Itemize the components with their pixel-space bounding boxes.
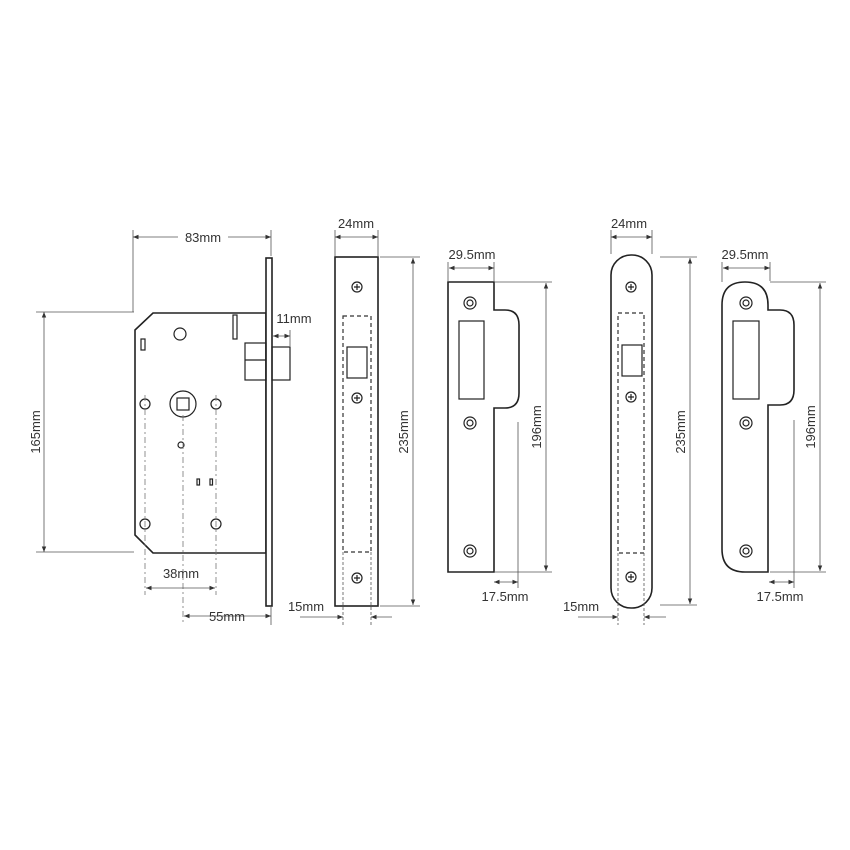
latch-housing [244, 342, 267, 381]
dim-38mm: 38mm [163, 566, 199, 581]
dim-235mm: 235mm [396, 410, 411, 453]
screw-hole-icon [463, 296, 477, 310]
screw-icon [351, 281, 363, 293]
dim-15mm-radius: 15mm [563, 599, 599, 614]
dim-11mm: 11mm [276, 311, 311, 326]
latch-bolt [271, 346, 291, 381]
screw-icon [351, 572, 363, 584]
screw-icon [625, 281, 637, 293]
latch-opening [346, 346, 368, 379]
lock-faceplate [265, 257, 273, 607]
dim-29-5mm-radius: 29.5mm [722, 247, 769, 262]
lock-case [134, 257, 291, 625]
screw-hole-icon [739, 416, 753, 430]
screw-hole-icon [463, 416, 477, 430]
dim-17-5mm: 17.5mm [482, 589, 529, 604]
strike-opening [732, 320, 760, 400]
forend-square [300, 230, 420, 625]
dim-24mm-radius: 24mm [611, 216, 647, 231]
screw-icon [625, 571, 637, 583]
forend-radius [578, 230, 697, 625]
lock-case-dimensions [36, 230, 291, 625]
dim-83mm: 83mm [185, 230, 221, 245]
screw-hole-icon [463, 544, 477, 558]
slot [140, 338, 146, 351]
dim-196mm: 196mm [529, 405, 544, 448]
screw-icon [351, 392, 363, 404]
small-hole [177, 441, 185, 449]
screw-icon [625, 391, 637, 403]
strike-opening [458, 320, 485, 400]
dim-235mm-radius: 235mm [673, 410, 688, 453]
strike-radius [721, 262, 826, 588]
screw-hole-icon [739, 296, 753, 310]
dim-15mm: 15mm [288, 599, 324, 614]
fixing-hole [173, 327, 187, 341]
dim-24mm: 24mm [338, 216, 374, 231]
dim-55mm: 55mm [209, 609, 245, 624]
fixing-hole [139, 518, 151, 530]
dim-165mm: 165mm [28, 410, 43, 453]
dim-29-5mm: 29.5mm [449, 247, 496, 262]
fixing-hole [210, 518, 222, 530]
dim-17-5mm-radius: 17.5mm [757, 589, 804, 604]
spindle-square [176, 397, 190, 411]
dim-196mm-radius: 196mm [803, 405, 818, 448]
slot [232, 314, 238, 340]
strike-square [447, 262, 552, 588]
latch-opening [621, 344, 643, 377]
screw-hole-icon [739, 544, 753, 558]
